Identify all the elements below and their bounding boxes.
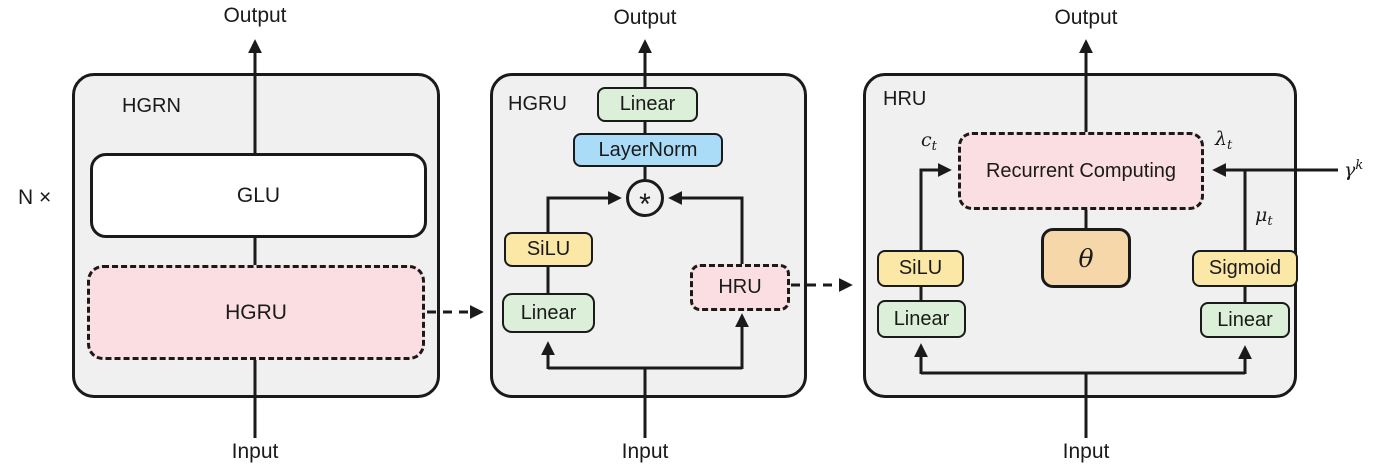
multiply-symbol: * [639,188,651,221]
linear-rightpanel-right-label: Linear [1217,308,1273,331]
layernorm-label: LayerNorm [598,138,698,161]
gamma-base: γ [1344,159,1356,181]
hgru-output-label: Output [613,6,677,29]
hgru-input-label: Input [621,440,669,463]
hgru-title: HGRU [508,93,567,115]
ct-subscript: t [931,139,937,154]
hru-small-label: HRU [718,276,762,298]
mu-base: μ [1255,204,1268,226]
lambda-annotation: λt [1215,128,1232,153]
linear-top-block: Linear [597,87,698,122]
ct-base: c [921,129,932,151]
hgru-block: HGRU [87,265,425,360]
lambda-subscript: t [1227,138,1233,153]
hru-output-label: Output [1054,6,1118,29]
recurrent-computing-label: Recurrent Computing [985,159,1177,182]
repeat-count-label: N × [18,186,52,209]
sigmoid-label: Sigmoid [1208,257,1282,279]
linear-rightpanel-left-label: Linear [893,307,950,330]
recurrent-computing-block: Recurrent Computing [958,132,1204,210]
hru-title: HRU [883,88,927,110]
sigmoid-block: Sigmoid [1192,250,1298,287]
hru-input-label: Input [1062,440,1110,463]
linear-left-block: Linear [502,293,595,333]
hgrn-title: HGRN [122,95,181,117]
gamma-superscript: k [1355,158,1364,173]
layernorm-block: LayerNorm [573,133,723,167]
linear-top-label: Linear [619,93,676,115]
hgru-label: HGRU [225,300,287,324]
hru-small-block: HRU [690,264,790,311]
multiply-node: * [626,179,664,221]
gamma-annotation: γk [1344,158,1363,181]
linear-left-label: Linear [520,301,577,324]
theta-label: θ [1078,243,1094,273]
glu-block: GLU [90,153,427,238]
linear-rightpanel-left-block: Linear [877,300,966,338]
hgrn-output-label: Output [223,4,287,27]
silu-block: SiLU [504,232,593,267]
silu-right-label: SiLU [898,257,943,279]
hgrn-input-label: Input [231,440,279,463]
glu-label: GLU [236,183,281,207]
theta-block: θ [1041,228,1131,288]
ct-annotation: ct [921,129,937,154]
lambda-base: λ [1215,128,1228,150]
mu-subscript: t [1267,214,1273,229]
silu-right-block: SiLU [877,250,964,287]
silu-label: SiLU [526,238,571,260]
linear-rightpanel-right-block: Linear [1200,302,1290,338]
mu-annotation: μt [1255,204,1273,229]
